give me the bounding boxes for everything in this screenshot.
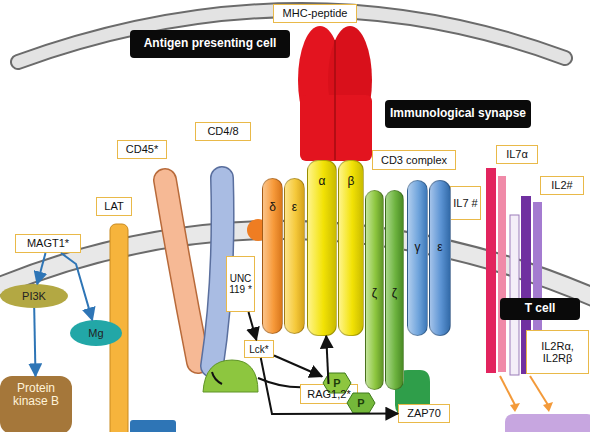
node-text: LAT bbox=[104, 200, 123, 212]
arrow-connector bbox=[261, 358, 398, 414]
node-text: ζ bbox=[372, 287, 377, 300]
molecule-label: CD4/8 bbox=[195, 122, 251, 141]
molecule-label: IL2Rα, IL2Rβ bbox=[526, 330, 589, 374]
node-text: IL2Rα, IL2Rβ bbox=[527, 340, 588, 364]
cd3-chain: ε bbox=[284, 178, 305, 334]
cd3-chain: ε bbox=[429, 180, 451, 336]
node-text: Antigen presenting cell bbox=[144, 37, 277, 50]
il2-receptor bbox=[510, 215, 519, 375]
tcr-chain: α bbox=[307, 160, 337, 336]
cell-label: Antigen presenting cell bbox=[130, 30, 290, 58]
arrow-connector bbox=[34, 308, 35, 376]
molecule-label: ZAP70 bbox=[398, 404, 450, 423]
node-text: IL7α bbox=[506, 148, 528, 160]
node-text: PI3K bbox=[22, 290, 46, 302]
arrow-connector bbox=[37, 253, 45, 284]
molecule-label: IL7 # bbox=[450, 186, 481, 220]
il7-receptor bbox=[498, 176, 506, 372]
tcr-chain: β bbox=[338, 160, 364, 336]
arrow-connector bbox=[249, 312, 257, 340]
node-text: UNC 119 * bbox=[227, 273, 254, 295]
downstream-box bbox=[505, 414, 590, 432]
node-text: CD45* bbox=[126, 143, 158, 155]
molecule-label: LAT bbox=[96, 197, 132, 216]
cd3-chain: γ bbox=[407, 180, 428, 336]
downstream-box bbox=[130, 420, 176, 432]
cd45-molecule bbox=[165, 180, 198, 362]
region-label: Immunological synapse bbox=[385, 100, 531, 128]
node-text: γ bbox=[415, 241, 421, 254]
node-text: CD4/8 bbox=[207, 125, 238, 137]
arrow-connector bbox=[326, 336, 328, 384]
leader-line bbox=[212, 372, 222, 384]
node-text: IL7 # bbox=[453, 197, 477, 209]
lck-kinase bbox=[203, 360, 258, 392]
node-text: RAG1,2* bbox=[307, 388, 350, 400]
node-text: Lck* bbox=[249, 344, 268, 355]
node-text: ζ bbox=[392, 287, 397, 300]
node-text: Protein kinase B bbox=[0, 382, 72, 408]
hexagon-shape bbox=[347, 393, 375, 413]
molecule-label: Lck* bbox=[244, 340, 274, 358]
node-text: ε bbox=[292, 201, 297, 214]
zeta-chain: ζ bbox=[365, 190, 384, 390]
cell-label: T cell bbox=[500, 298, 580, 320]
kinase-box: Protein kinase B bbox=[0, 376, 72, 432]
hexagon-shape bbox=[323, 373, 351, 393]
node-text: δ bbox=[269, 201, 276, 214]
signal-line bbox=[500, 376, 515, 405]
node-text: Mg bbox=[88, 327, 103, 339]
mhc-base bbox=[300, 95, 372, 161]
node-text: ZAP70 bbox=[407, 407, 441, 419]
ion-ellipse: Mg bbox=[70, 320, 122, 346]
mhc-split bbox=[334, 40, 336, 160]
arrow-head bbox=[510, 403, 520, 412]
molecule-label: IL7α bbox=[496, 145, 538, 164]
node-text: β bbox=[348, 175, 355, 188]
molecule-label: UNC 119 * bbox=[226, 256, 255, 312]
arrow-connector bbox=[274, 356, 322, 377]
cd45-outline bbox=[165, 180, 198, 362]
arrow-head bbox=[543, 402, 553, 412]
signal-line bbox=[530, 376, 548, 405]
node-text: CD3 complex bbox=[381, 154, 447, 166]
node-text: T cell bbox=[525, 302, 556, 315]
cd3-chain: δ bbox=[262, 178, 283, 334]
molecule-label: CD3 complex bbox=[372, 150, 456, 170]
molecule-label: CD45* bbox=[117, 140, 167, 159]
node-text: P bbox=[333, 377, 340, 389]
arrow-connector bbox=[61, 253, 92, 320]
node-text: IL2# bbox=[551, 179, 572, 191]
node-text: MHC-peptide bbox=[283, 7, 348, 19]
node-text: α bbox=[319, 175, 326, 188]
molecule-label: MHC-peptide bbox=[273, 4, 357, 23]
cd4-molecule bbox=[212, 178, 223, 366]
node-text: ε bbox=[437, 241, 442, 254]
kinase-ellipse: PI3K bbox=[0, 284, 68, 308]
cd4-outline bbox=[212, 178, 223, 366]
node-text: MAGT1* bbox=[27, 237, 69, 249]
node-text: Immunological synapse bbox=[390, 107, 526, 120]
molecule-label: MAGT1* bbox=[15, 234, 81, 253]
molecule-label: IL2# bbox=[540, 176, 584, 195]
il7-receptor bbox=[486, 168, 496, 373]
zeta-chain: ζ bbox=[385, 190, 404, 390]
node-text: P bbox=[357, 397, 364, 409]
